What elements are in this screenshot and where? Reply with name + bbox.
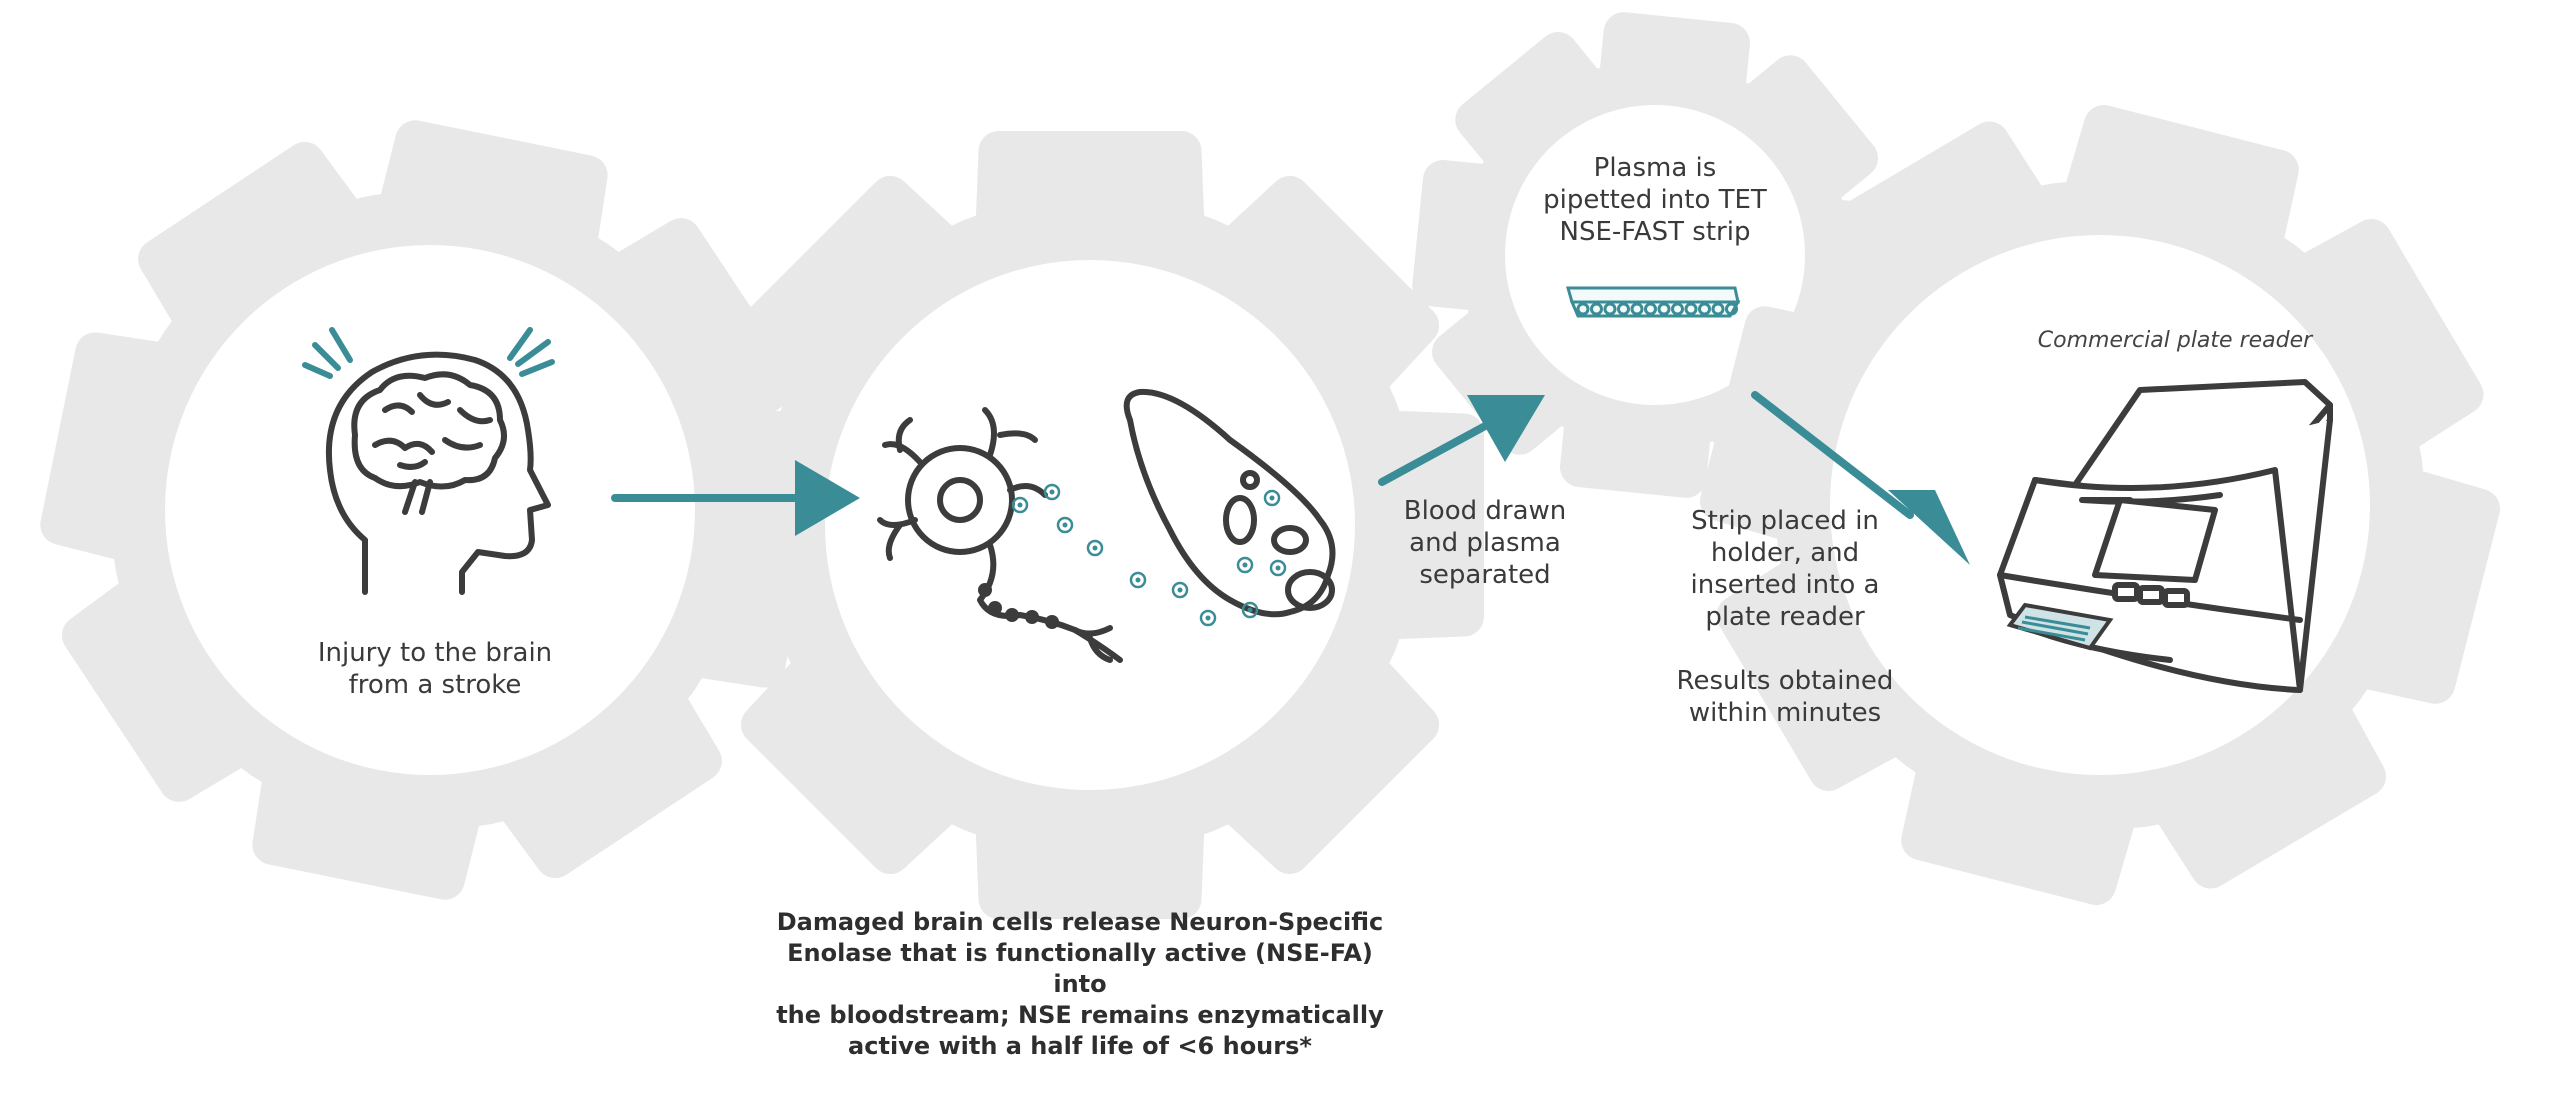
arrow-icon [1751, 391, 1970, 565]
label-line: active with a half life of <6 hours* [760, 1031, 1400, 1062]
nse-particle-core [1017, 502, 1023, 508]
nse-particle-core [1092, 545, 1098, 551]
nse-particle [1269, 559, 1287, 577]
label-line: Plasma is [1593, 153, 1717, 183]
gear-inner-circle [1505, 105, 1805, 405]
strip-well [1576, 302, 1590, 316]
nse-particle-core [1269, 495, 1275, 501]
label-line: from a stroke [348, 670, 522, 700]
nse-particle [1011, 496, 1029, 514]
label-line: separated [1419, 560, 1551, 590]
label-line: inserted into a [1690, 570, 1880, 600]
nse-particle [1043, 483, 1061, 501]
arrow-label-results: Results obtained within minutes [1640, 665, 1930, 729]
strip-well [1671, 302, 1684, 316]
label-line: Enolase that is functionally active (NSE… [787, 939, 1373, 998]
nse-particle-core [1205, 615, 1211, 621]
nse-particle [1171, 581, 1189, 599]
nse-particle-core [1242, 562, 1248, 568]
neuron-beads [978, 583, 1059, 629]
nse-particle-core [1177, 587, 1183, 593]
label-prefix: active with a half life of [848, 1032, 1178, 1060]
gear-background-group [40, 12, 2500, 919]
strip-well [1617, 302, 1630, 316]
nse-particle [1236, 556, 1254, 574]
test-strip-icon [1566, 286, 1741, 318]
nse-particle-core [1275, 565, 1281, 571]
nse-particle-core [1135, 577, 1141, 583]
label-line: holder, and [1710, 538, 1860, 568]
arrow-icon [611, 460, 860, 536]
reader-strip-wells [2017, 615, 2091, 642]
nse-particle [1241, 601, 1259, 619]
strip-well [1657, 302, 1671, 316]
nse-particle [1129, 571, 1147, 589]
label-line: Injury to the brain [317, 638, 553, 668]
nse-particles [1011, 483, 1287, 627]
nse-particle [1263, 489, 1281, 507]
label-line: pipetted into TET [1543, 185, 1767, 215]
reader-strip-icon [2006, 602, 2114, 651]
strip-well [1698, 302, 1711, 316]
strip-well [1711, 302, 1725, 316]
arrow-label-blood: Blood drawn and plasma separated [1350, 495, 1620, 591]
strip-well [1603, 302, 1617, 316]
gear-inner-circle [825, 260, 1355, 790]
strip-well [1630, 302, 1644, 316]
nse-particle [1056, 516, 1074, 534]
label-line: Commercial plate reader [2037, 328, 2313, 353]
half-life-emphasis: <6 hours* [1177, 1032, 1312, 1060]
label-line: NSE-FAST strip [1559, 217, 1751, 247]
nse-particle [1199, 609, 1217, 627]
plate-reader-title: Commercial plate reader [2000, 325, 2350, 357]
step-label-plasma: Plasma is pipetted into TET NSE-FAST str… [1500, 152, 1810, 248]
gear-inner-circle [165, 245, 695, 775]
pain-lines-icon [302, 327, 555, 379]
step-label-injury: Injury to the brain from a stroke [270, 637, 600, 701]
nse-particle-core [1247, 607, 1253, 613]
label-line: Damaged brain cells release Neuron-Speci… [776, 908, 1384, 936]
step-label-nse-release: Damaged brain cells release Neuron-Speci… [760, 907, 1400, 1062]
arrow-icon [1378, 395, 1545, 486]
label-line: within minutes [1688, 698, 1882, 728]
strip-well [1644, 302, 1657, 316]
label-line: plate reader [1705, 602, 1865, 632]
strip-well [1590, 302, 1603, 316]
label-line: the bloodstream; NSE remains enzymatical… [776, 1001, 1384, 1029]
nse-particle-core [1062, 522, 1068, 528]
label-line: Results obtained [1676, 666, 1894, 696]
label-line: Blood drawn [1403, 496, 1567, 526]
label-line: Strip placed in [1691, 506, 1879, 536]
label-line: and plasma [1409, 528, 1561, 558]
arrow-label-strip: Strip placed in holder, and inserted int… [1640, 505, 1930, 633]
nse-particle [1086, 539, 1104, 557]
strip-well [1725, 302, 1738, 316]
nse-particle-core [1049, 489, 1055, 495]
head-brain-icon [326, 351, 551, 595]
strip-well [1684, 302, 1698, 316]
cell-icon [1123, 388, 1336, 618]
